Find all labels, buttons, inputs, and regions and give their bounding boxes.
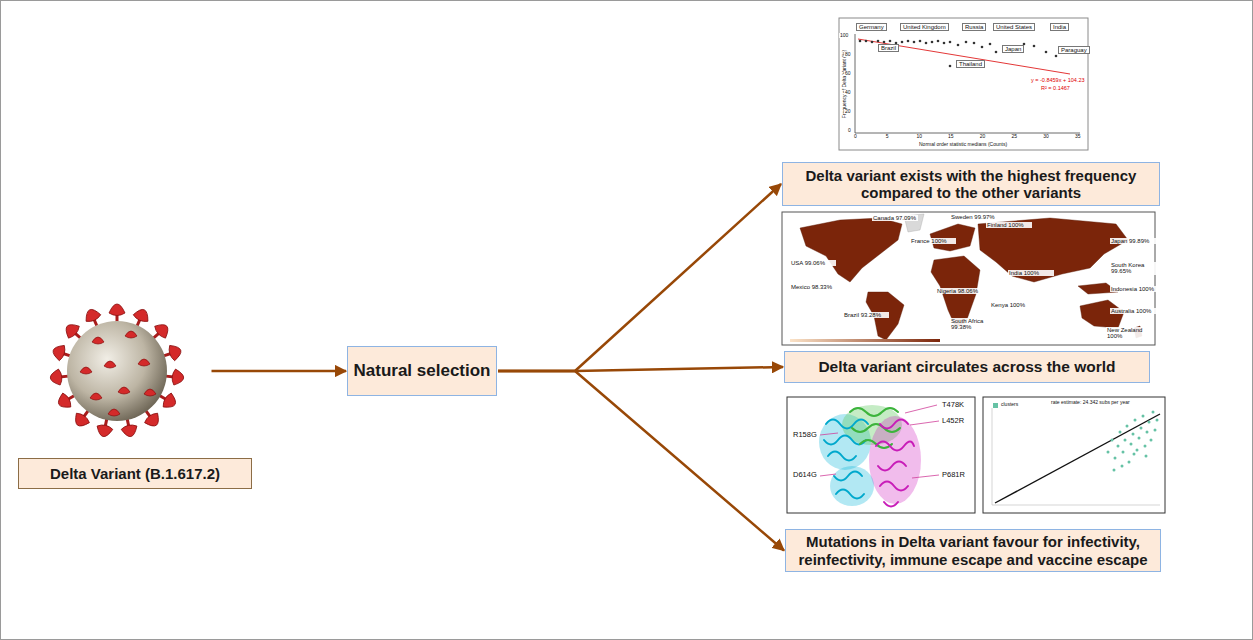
- outcome-box: Mutations in Delta variant favour for in…: [785, 529, 1161, 572]
- tick-label: 30: [1042, 134, 1050, 139]
- spike-protein-structure: [787, 397, 975, 513]
- map-label: USA 99.06%: [790, 260, 836, 266]
- map-label: Mexico 98.33%: [790, 284, 836, 290]
- chart-label: India: [1050, 23, 1069, 31]
- tick-label: 40: [844, 90, 852, 95]
- tick-label: 60: [844, 71, 852, 76]
- outcome-box: Delta variant circulates across the worl…: [784, 351, 1150, 383]
- frequency-chart: [839, 18, 1088, 150]
- tick-label: 0: [847, 128, 852, 133]
- map-label: South Africa 99.38%: [950, 318, 996, 331]
- virus-illustration: [50, 304, 185, 438]
- regression-equation: R² = 0.1467: [1040, 86, 1071, 92]
- chart-label: United Kingdom: [900, 23, 949, 31]
- map-label: South Korea 99.65%: [1110, 262, 1156, 275]
- map-label: Sweden 99.97%: [950, 214, 996, 220]
- map-label: Brazil 93.28%: [843, 312, 889, 318]
- chart-label: Thailand: [956, 60, 985, 68]
- mutation-label: D614G: [792, 471, 818, 479]
- chart-label: Germany: [856, 23, 887, 31]
- axis-title: Normal order statistic medians (Counts): [918, 142, 1008, 147]
- variant-box: Delta Variant (B.1.617.2): [18, 458, 252, 489]
- flow-arrow: [498, 371, 784, 551]
- tick-label: 15: [947, 134, 955, 139]
- map-label: Nigeria 98.06%: [936, 288, 982, 294]
- box-text: Delta variant circulates across the worl…: [818, 358, 1115, 376]
- chart-label: Japan: [1002, 45, 1024, 53]
- tick-label: 20: [979, 134, 987, 139]
- box-text: Delta variant exists with the highest fr…: [788, 167, 1154, 202]
- tick-label: 25: [1011, 134, 1019, 139]
- tick-label: 0: [853, 134, 858, 139]
- map-label: France 100%: [910, 238, 956, 244]
- process-box: Natural selection: [347, 346, 497, 396]
- box-text: Delta Variant (B.1.617.2): [50, 465, 220, 482]
- box-text: Natural selection: [354, 361, 491, 381]
- mutation-label: R158G: [792, 431, 818, 439]
- tick-label: 100: [839, 33, 849, 38]
- tick-label: 80: [844, 52, 852, 57]
- chart-label: United States: [993, 23, 1035, 31]
- map-label: Kenya 100%: [990, 302, 1036, 308]
- plot-annotation: rate estimate: 24.342 subs per year: [1050, 400, 1131, 405]
- tick-label: 10: [915, 134, 923, 139]
- map-label: Japan 99.89%: [1110, 238, 1156, 244]
- chart-label: Paraguay: [1058, 46, 1090, 54]
- map-label: Canada 97.09%: [872, 215, 918, 221]
- mutation-label: L452R: [941, 417, 965, 425]
- chart-label: Russia: [962, 23, 986, 31]
- regression-equation: y = -0.8459x + 104.23: [1030, 78, 1086, 84]
- map-label: India 100%: [1008, 270, 1054, 276]
- outcome-box: Delta variant exists with the highest fr…: [782, 162, 1160, 206]
- tick-label: 20: [844, 109, 852, 114]
- mutation-rate-plot: [983, 397, 1165, 513]
- world-map: [782, 212, 1155, 345]
- legend-text: clusters: [1000, 402, 1019, 407]
- legend-swatch: [993, 403, 998, 408]
- flow-arrow: [212, 370, 347, 373]
- map-label: New Zealand 100%: [1106, 327, 1152, 340]
- box-text: Mutations in Delta variant favour for in…: [791, 533, 1155, 568]
- map-label: Finland 100%: [986, 222, 1032, 228]
- flow-arrow: [498, 184, 781, 371]
- map-label: Australia 100%: [1110, 308, 1156, 314]
- map-label: Indonesia 100%: [1110, 286, 1156, 292]
- mutation-label: T478K: [941, 401, 965, 409]
- tick-label: 5: [885, 134, 890, 139]
- mutation-label: P681R: [941, 471, 966, 479]
- chart-label: Brazil: [878, 44, 899, 52]
- tick-label: 35: [1074, 134, 1082, 139]
